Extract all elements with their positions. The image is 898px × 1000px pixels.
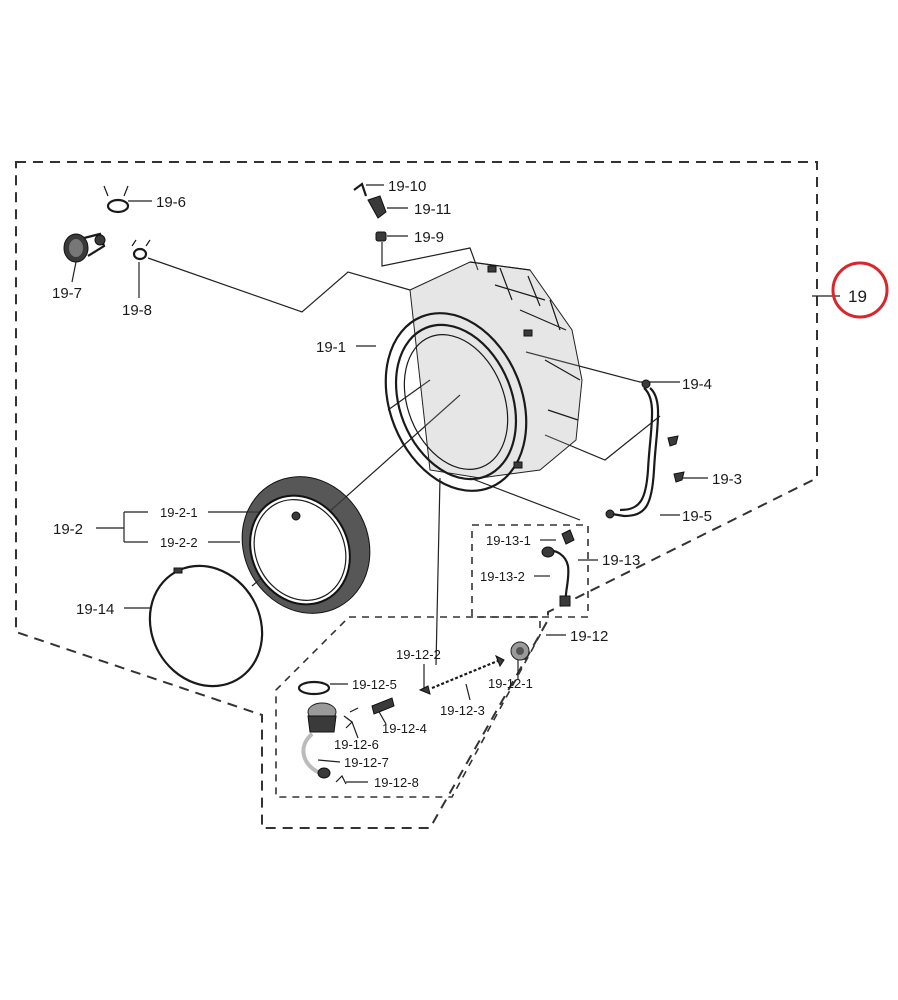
group-19-callout: 19 (831, 261, 889, 319)
label-19-2-1: 19-2-1 (160, 505, 198, 520)
label-19-1: 19-1 (316, 339, 346, 356)
part-19-8-clamp (131, 239, 151, 261)
part-labels: 19-6 19-7 19-8 19-10 19-11 19-9 19-1 19-… (52, 178, 742, 790)
label-19-12-5: 19-12-5 (352, 677, 397, 692)
part-19-3-screws (667, 435, 685, 483)
label-19-12-6: 19-12-6 (334, 737, 379, 752)
label-19-13-1: 19-13-1 (486, 533, 531, 548)
part-19-13-hose-assembly (541, 529, 575, 607)
part-19-11-elbow (367, 195, 387, 219)
label-19-12-3: 19-12-3 (440, 703, 485, 718)
label-19-4: 19-4 (682, 376, 712, 393)
part-19-12-drain-assembly (297, 641, 530, 785)
label-19-12: 19-12 (570, 628, 608, 645)
part-19-10-fitting (353, 182, 368, 197)
part-19-1-tub (384, 261, 583, 492)
label-19-3: 19-3 (712, 471, 742, 488)
part-19-14-clamp-ring (148, 564, 264, 688)
part-19-7-connector (63, 232, 106, 263)
part-19-6-clamp (103, 185, 130, 214)
label-19-12-2: 19-12-2 (396, 647, 441, 662)
assembly-19-boundary (15, 161, 818, 829)
label-19-9: 19-9 (414, 229, 444, 246)
label-19-14: 19-14 (76, 601, 114, 618)
leader-lines (71, 184, 840, 783)
label-19-10: 19-10 (388, 178, 426, 195)
label-19-5: 19-5 (682, 508, 712, 525)
label-19-12-1: 19-12-1 (488, 676, 533, 691)
label-19-2-2: 19-2-2 (160, 535, 198, 550)
part-19-5-hose (605, 379, 660, 519)
part-19-9-plug (375, 231, 387, 242)
highlight-circle (831, 261, 889, 319)
label-19-7: 19-7 (52, 285, 82, 302)
label-19-6: 19-6 (156, 194, 186, 211)
subassembly-19-12-boundary (275, 616, 541, 798)
label-19-12-7: 19-12-7 (344, 755, 389, 770)
part-19-2-gasket-ring (241, 476, 371, 614)
label-19-8: 19-8 (122, 302, 152, 319)
label-19-2: 19-2 (53, 521, 83, 538)
subassembly-19-13-boundary (471, 524, 589, 618)
label-19: 19 (848, 287, 867, 306)
label-19-12-4: 19-12-4 (382, 721, 427, 736)
label-19-11: 19-11 (414, 201, 451, 218)
label-19-13: 19-13 (602, 552, 640, 569)
label-19-13-2: 19-13-2 (480, 569, 525, 584)
label-19-12-8: 19-12-8 (374, 775, 419, 790)
